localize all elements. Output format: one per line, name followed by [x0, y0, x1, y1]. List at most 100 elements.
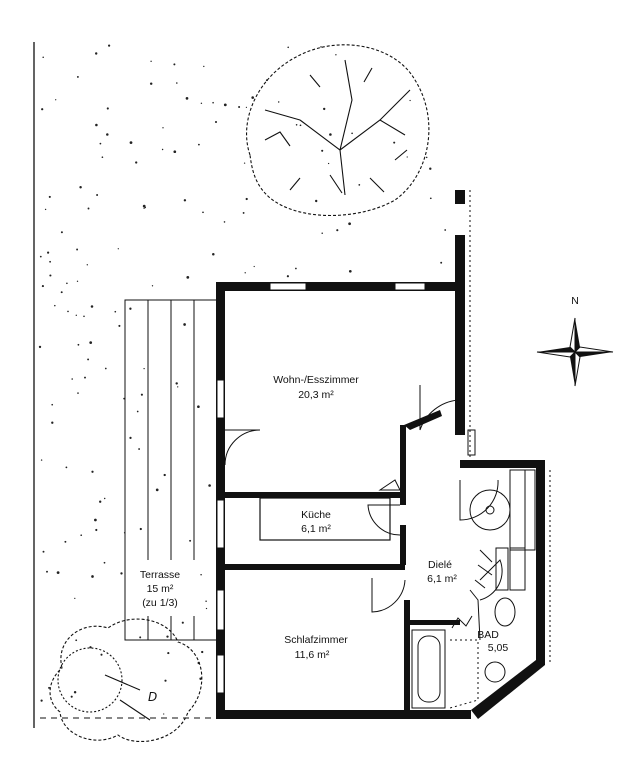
- speckle-dot: [56, 571, 60, 574]
- speckle-dot: [100, 653, 103, 656]
- speckle-dot: [214, 120, 218, 124]
- speckle-dot: [86, 264, 88, 266]
- speckle-dot: [164, 679, 167, 682]
- speckle-dot: [49, 260, 51, 263]
- speckle-dot: [429, 197, 432, 200]
- top-windows: [269, 282, 426, 291]
- speckle-dot: [60, 231, 63, 234]
- speckle-dot: [238, 106, 241, 108]
- speckle-dot: [55, 99, 57, 101]
- speckle-dot: [114, 310, 117, 313]
- interior-walls: [225, 410, 460, 718]
- speckle-dot: [95, 52, 98, 55]
- garden-mark: D: [148, 690, 157, 704]
- speckle-dot: [51, 421, 54, 424]
- terrace-area: 15 m²: [147, 583, 174, 595]
- speckle-dot: [185, 97, 189, 100]
- speckle-dot: [200, 102, 203, 105]
- speckle-dot: [245, 106, 247, 108]
- speckle-dot: [40, 699, 43, 702]
- tree-top: [246, 44, 430, 217]
- speckle-dot: [87, 207, 90, 210]
- speckle-dot: [223, 103, 227, 107]
- speckle-dot: [393, 141, 396, 144]
- kitchen-counter: [259, 497, 391, 541]
- speckle-dot: [251, 96, 254, 99]
- speckle-dot: [335, 54, 337, 56]
- speckle-dot: [89, 341, 93, 344]
- speckle-dot: [83, 315, 85, 318]
- speckle-dot: [64, 540, 67, 543]
- speckle-dot: [103, 497, 106, 500]
- speckle-dot: [139, 527, 142, 531]
- speckle-dot: [101, 156, 104, 159]
- speckle-dot: [39, 255, 42, 258]
- room-name-bad: BAD: [477, 629, 499, 641]
- speckle-dot: [77, 343, 80, 346]
- speckle-dot: [163, 473, 166, 477]
- speckle-dot: [199, 677, 202, 681]
- speckle-dot: [99, 142, 102, 145]
- speckle-dot: [242, 211, 245, 214]
- room-area-bad: 5,05: [488, 642, 509, 654]
- garden-speckles: [38, 44, 447, 715]
- speckle-dot: [51, 403, 54, 406]
- speckle-dot: [74, 597, 76, 600]
- speckle-dot: [136, 410, 139, 413]
- speckle-dot: [71, 378, 73, 380]
- speckle-dot: [327, 162, 330, 165]
- speckle-dot: [95, 123, 98, 127]
- speckle-dot: [80, 534, 83, 537]
- speckle-dot: [42, 56, 44, 58]
- speckle-dot: [84, 376, 86, 379]
- speckle-dot: [223, 221, 226, 223]
- speckle-dot: [75, 314, 77, 316]
- speckle-dot: [253, 265, 255, 268]
- speckle-dot: [143, 207, 145, 209]
- speckle-dot: [41, 108, 44, 111]
- speckle-dot: [38, 345, 42, 349]
- speckle-dot: [144, 206, 147, 209]
- speckle-dot: [95, 528, 98, 532]
- speckle-dot: [77, 392, 79, 394]
- speckle-dot: [117, 248, 119, 250]
- speckle-dot: [444, 229, 447, 231]
- speckle-dot: [73, 690, 77, 694]
- speckle-dot: [155, 488, 159, 492]
- speckle-dot: [161, 148, 164, 151]
- speckle-dot: [76, 248, 79, 251]
- speckle-dot: [150, 60, 152, 63]
- speckle-dot: [89, 646, 92, 649]
- speckle-dot: [212, 253, 215, 256]
- speckle-dot: [277, 101, 280, 103]
- speckle-dot: [46, 570, 48, 573]
- speckle-dot: [200, 574, 202, 576]
- speckle-dot: [351, 132, 353, 135]
- tree-bottom: [49, 618, 203, 742]
- speckle-dot: [91, 575, 94, 578]
- speckle-dot: [48, 195, 51, 198]
- speckle-dot: [329, 133, 332, 136]
- speckle-dot: [287, 46, 289, 49]
- compass-rose-icon: [536, 317, 614, 387]
- speckle-dot: [60, 291, 63, 294]
- speckle-dot: [79, 185, 82, 189]
- terrace-name: Terrasse: [140, 569, 180, 581]
- speckle-dot: [321, 149, 324, 152]
- speckle-dot: [151, 285, 154, 287]
- facade-strips: [469, 190, 551, 665]
- room-name-schlaf: Schlafzimmer: [284, 634, 348, 646]
- speckle-dot: [41, 285, 44, 288]
- left-windows: [216, 379, 225, 694]
- speckle-dot: [162, 127, 164, 129]
- speckle-dot: [315, 199, 318, 203]
- speckle-dot: [87, 358, 90, 361]
- room-name-diele: Dielé: [428, 559, 452, 571]
- speckle-dot: [44, 208, 47, 211]
- speckle-dot: [143, 367, 145, 370]
- speckle-dot: [245, 197, 248, 201]
- compass-north-label: N: [571, 295, 579, 307]
- speckle-dot: [129, 141, 133, 144]
- speckle-dot: [429, 167, 432, 170]
